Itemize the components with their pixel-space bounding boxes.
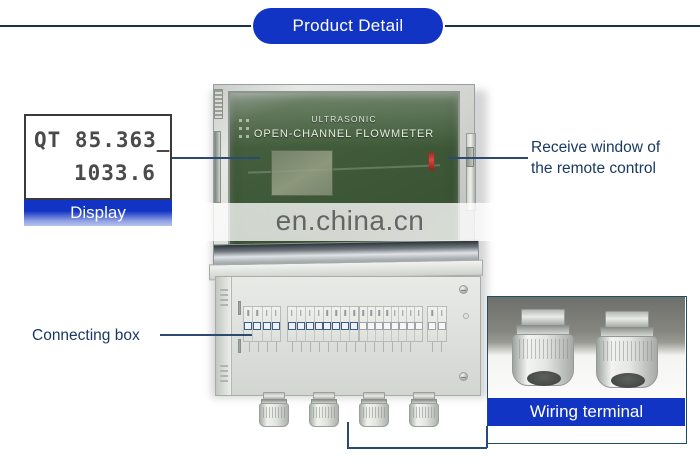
receive-window-label: Receive window of the remote control [531,138,696,180]
product-detail-badge: Product Detail [253,8,443,44]
connecting-box-label: Connecting box [32,327,140,344]
display-caption-label: Display [70,203,126,222]
lid-hinge-top [214,89,223,119]
leader-line-wiring-up [486,426,488,448]
receive-window-label-line1: Receive window of [531,139,661,156]
device-title-line2: OPEN-CHANNEL FLOWMETER [253,128,435,140]
ir-receive-window [429,153,434,170]
cable-gland-4 [409,392,439,430]
leader-line-gland-across [347,447,487,449]
panel-screw-bottom-right [459,372,468,381]
lid-latch [466,133,476,211]
leader-line-gland-down [347,422,349,448]
lcd-reading-line-2: 1033.6 [74,161,156,185]
wiring-terminal-caption-label: Wiring terminal [529,402,644,421]
leader-line-display [172,157,260,159]
device-title-line1: ULTRASONIC [311,114,377,124]
terminal-group-4 [427,306,447,342]
keypad-indicator-dots [239,119,255,143]
wiring-terminal-photo [488,297,685,398]
device-cable-glands [215,392,481,432]
connecting-box-left-rail [216,277,232,395]
panel-slot-lower [238,339,241,353]
cable-gland-1 [259,392,289,430]
wiring-terminal-caption: Wiring terminal [488,398,685,426]
cable-gland-3 [359,392,389,430]
device-lcd-screen [271,150,333,196]
display-caption: Display [24,200,172,226]
lcd-reading-line-1: QT 85.363_ [34,128,171,152]
panel-hole-right [463,313,469,319]
flowmeter-device-photo: ULTRASONIC OPEN-CHANNEL FLOWMETER [205,84,487,427]
terminal-group-3 [359,306,423,342]
lid-hinge-bottom [214,131,221,203]
panel-screw-top-right [459,285,468,294]
terminal-group-1 [243,306,281,342]
wiring-terminal-inset: Wiring terminal [487,296,687,444]
panel-slot-upper [238,301,241,315]
product-detail-badge-label: Product Detail [292,16,404,35]
display-closeup-photo: QT 85.363_ 1033.6 [24,114,172,200]
receive-window-label-line2: the remote control [531,159,656,177]
leader-line-connecting-box [160,334,252,336]
terminal-strip [243,306,447,352]
terminal-group-2 [287,306,359,342]
leader-line-receive-window [448,157,528,159]
cable-gland-2 [309,392,339,430]
site-watermark: en.china.cn [275,205,425,236]
